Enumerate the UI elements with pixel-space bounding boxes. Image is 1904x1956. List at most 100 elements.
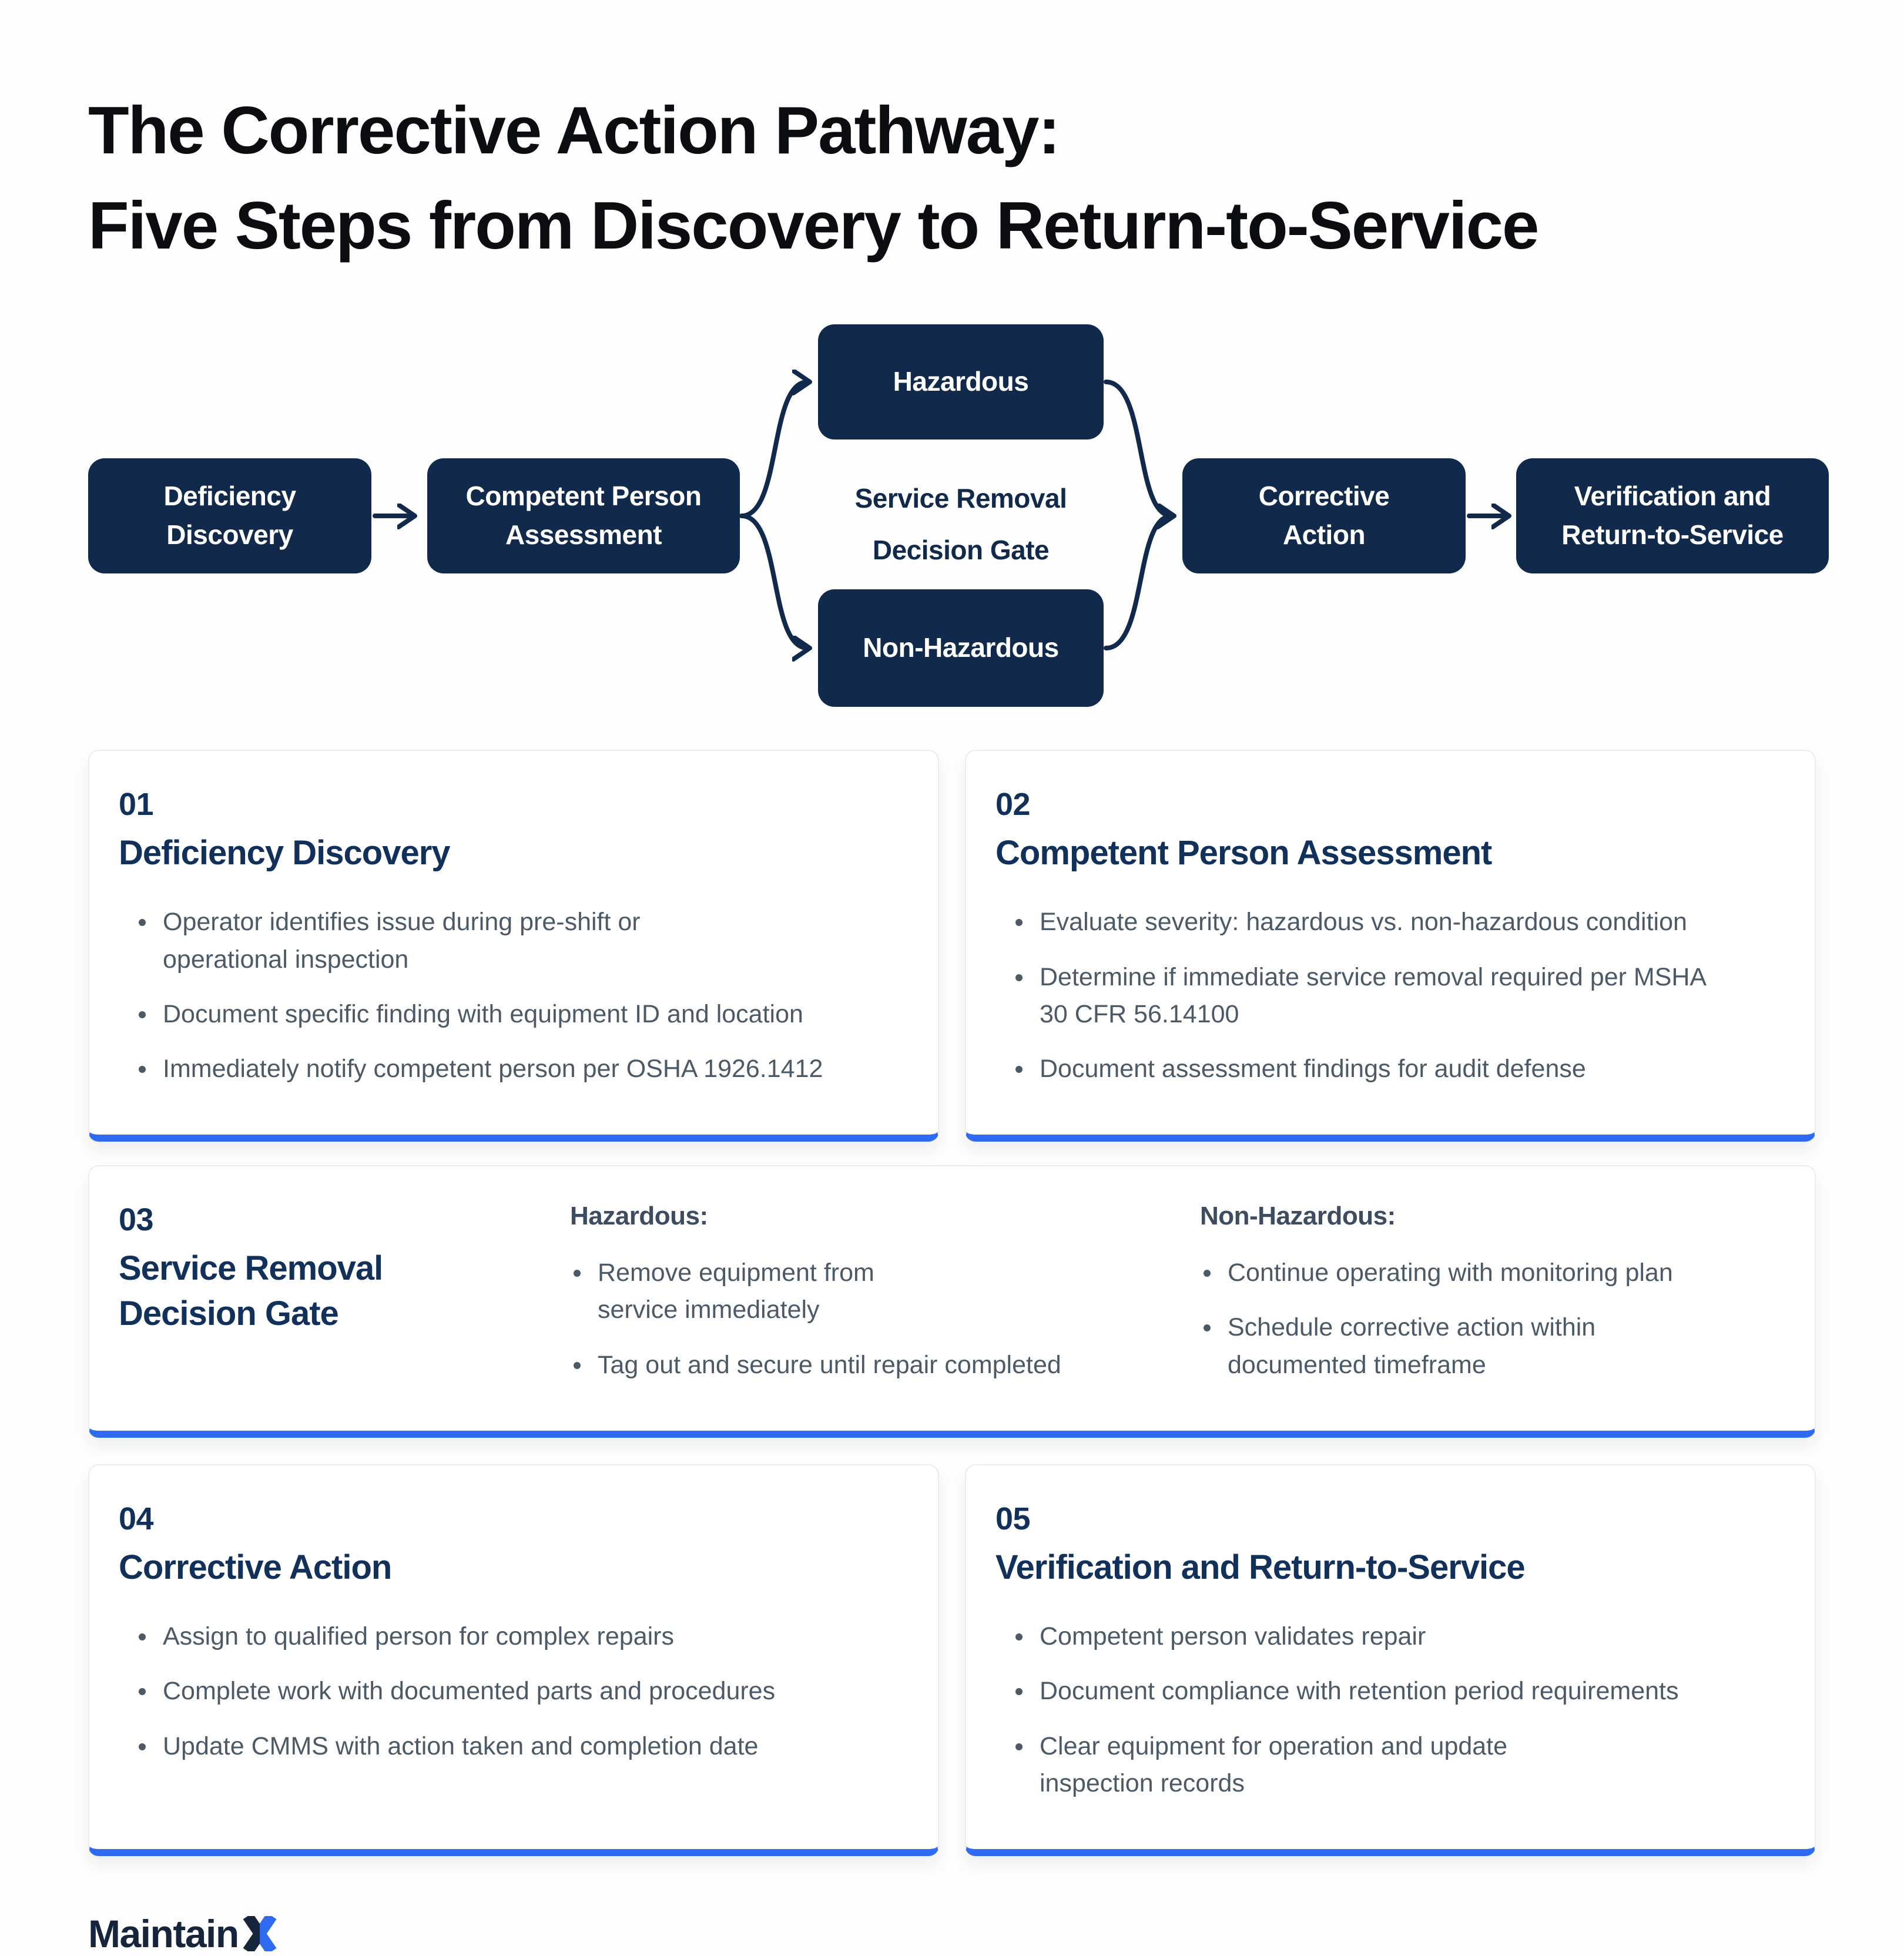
card-number: 02 [995, 786, 1031, 822]
card-step-03-service-removal-decision-gate: 03 Service Removal Decision Gate Hazardo… [88, 1165, 1816, 1438]
bullet-text: Document assessment findings for audit d… [1040, 1054, 1586, 1083]
bullet-text: Continue operating with monitoring plan [1228, 1259, 1673, 1287]
card-bullet-list: Competent person validates repair Docume… [995, 1618, 1785, 1802]
bullet-dot [139, 1743, 146, 1750]
gate-label-line2: Decision Gate [872, 535, 1050, 566]
list-item: Evaluate severity: hazardous vs. non-haz… [995, 904, 1785, 941]
bullet-text: Document compliance with retention perio… [1040, 1677, 1679, 1706]
gate-card-grid: 03 Service Removal Decision Gate Hazardo… [119, 1202, 1785, 1401]
card-step-02-competent-person-assessment: 02 Competent Person Assessment Evaluate … [965, 749, 1816, 1142]
bullet-text: Update CMMS with action taken and comple… [163, 1732, 759, 1760]
list-item: Assign to qualified person for complex r… [119, 1618, 909, 1655]
card-title-line1: Service Removal [119, 1249, 383, 1288]
list-item: Continue operating with monitoring plan [1200, 1254, 1785, 1291]
bullet-dot [1015, 1633, 1023, 1641]
list-item: Complete work with documented parts and … [119, 1673, 909, 1710]
page-title-line2: Five Steps from Discovery to Return-to-S… [88, 188, 1539, 263]
bullet-text: Schedule corrective action within docume… [1228, 1313, 1596, 1379]
bullet-dot [1204, 1324, 1211, 1332]
arrow-hazardous-to-corrective [1104, 379, 1172, 516]
list-item: Clear equipment for operation and update… [995, 1728, 1785, 1802]
gate-card-title-block: 03 Service Removal Decision Gate [119, 1202, 570, 1401]
list-item: Document compliance with retention perio… [995, 1673, 1785, 1710]
node-label-line1: Verification and [1574, 481, 1771, 512]
card-title: Service Removal Decision Gate [119, 1246, 570, 1336]
node-label-line2: Return-to-Service [1561, 519, 1784, 550]
bullet-text: Assign to qualified person for complex r… [163, 1622, 674, 1651]
arrow-nonhazardous-to-corrective [1104, 513, 1174, 650]
bullet-text: Complete work with documented parts and … [163, 1677, 776, 1706]
card-title-line2: Decision Gate [119, 1294, 339, 1333]
bullet-text: Operator identifies issue during pre-shi… [163, 908, 641, 974]
bullet-dot [1204, 1270, 1211, 1277]
node-label-line1: Deficiency [163, 481, 296, 512]
bullet-dot [139, 1011, 146, 1018]
footer: Maintain [88, 1911, 1816, 1956]
flowchart-connectors [373, 324, 1816, 719]
bullet-text: Immediately notify competent person per … [163, 1054, 823, 1083]
bullet-dot [1015, 919, 1023, 927]
page-title-line1: The Corrective Action Pathway: [88, 93, 1061, 168]
bullet-text: Document specific finding with equipment… [163, 999, 803, 1028]
bullet-dot [1015, 1743, 1023, 1750]
node-label-line1: Corrective [1258, 481, 1390, 512]
bullet-text: Evaluate severity: hazardous vs. non-haz… [1040, 908, 1687, 937]
card-bullet-list: Operator identifies issue during pre-shi… [119, 904, 909, 1088]
arrow-assessment-to-hazardous [739, 382, 807, 518]
bullet-text: Remove equipment from service immediatel… [598, 1259, 874, 1324]
flow-node-competent-person-assessment: Competent Person Assessment [427, 458, 740, 573]
card-bullet-list: Assign to qualified person for complex r… [119, 1618, 909, 1765]
column-heading: Non-Hazardous: [1200, 1202, 1396, 1231]
column-bullet-list: Continue operating with monitoring plan … [1200, 1254, 1785, 1384]
card-title: Competent Person Assessment [995, 833, 1492, 872]
column-bullet-list: Remove equipment from service immediatel… [570, 1254, 1200, 1384]
node-label-line2: Assessment [505, 519, 662, 550]
flow-node-hazardous: Hazardous [818, 324, 1104, 439]
card-step-05-verification-return-to-service: 05 Verification and Return-to-Service Co… [965, 1464, 1816, 1857]
card-number: 04 [119, 1501, 154, 1536]
list-item: Document specific finding with equipment… [119, 996, 909, 1033]
flowchart: Deficiency Discovery Competent Person As… [88, 324, 1829, 719]
card-number: 03 [119, 1202, 154, 1238]
list-item: Tag out and secure until repair complete… [570, 1347, 1200, 1384]
node-label: Hazardous [893, 366, 1029, 397]
node-label-line2: Discovery [166, 519, 293, 550]
bullet-dot [574, 1270, 581, 1277]
bullet-dot [1015, 1065, 1023, 1073]
card-number: 01 [119, 786, 154, 822]
column-heading: Hazardous: [570, 1202, 708, 1231]
bullet-text: Determine if immediate service removal r… [1040, 962, 1707, 1028]
list-item: Determine if immediate service removal r… [995, 959, 1785, 1033]
maintainx-logo-x-icon [243, 1916, 277, 1952]
node-label-line1: Competent Person [465, 481, 702, 512]
card-title: Deficiency Discovery [119, 833, 451, 872]
bullet-text: Tag out and secure until repair complete… [598, 1350, 1061, 1379]
list-item: Competent person validates repair [995, 1618, 1785, 1655]
arrow-assessment-to-nonhazardous [739, 513, 807, 648]
flow-node-corrective-action: Corrective Action [1182, 458, 1466, 573]
bullet-dot [1015, 1688, 1023, 1696]
step-cards: 01 Deficiency Discovery Operator identif… [88, 749, 1816, 1857]
gate-label-line1: Service Removal [854, 482, 1067, 514]
bullet-dot [1015, 974, 1023, 981]
list-item: Operator identifies issue during pre-shi… [119, 904, 909, 978]
card-step-04-corrective-action: 04 Corrective Action Assign to qualified… [88, 1464, 939, 1857]
card-step-01-deficiency-discovery: 01 Deficiency Discovery Operator identif… [88, 749, 939, 1142]
gate-card-nonhazardous-column: Non-Hazardous: Continue operating with m… [1200, 1202, 1785, 1401]
card-title: Corrective Action [119, 1548, 392, 1586]
gate-card-hazardous-column: Hazardous: Remove equipment from service… [570, 1202, 1200, 1401]
bullet-text: Competent person validates repair [1040, 1622, 1426, 1651]
list-item: Schedule corrective action within docume… [1200, 1309, 1785, 1383]
list-item: Remove equipment from service immediatel… [570, 1254, 1200, 1328]
cards-row-1: 01 Deficiency Discovery Operator identif… [88, 749, 1816, 1142]
list-item: Immediately notify competent person per … [119, 1051, 909, 1088]
bullet-dot [139, 919, 146, 927]
card-title: Verification and Return-to-Service [995, 1548, 1526, 1586]
node-label-line2: Action [1282, 519, 1366, 550]
page-title: The Corrective Action Pathway: Five Step… [88, 83, 1816, 274]
bullet-text: Clear equipment for operation and update… [1040, 1732, 1508, 1797]
bullet-dot [139, 1688, 146, 1696]
card-number: 05 [995, 1501, 1031, 1536]
cards-row-2: 04 Corrective Action Assign to qualified… [88, 1464, 1816, 1857]
